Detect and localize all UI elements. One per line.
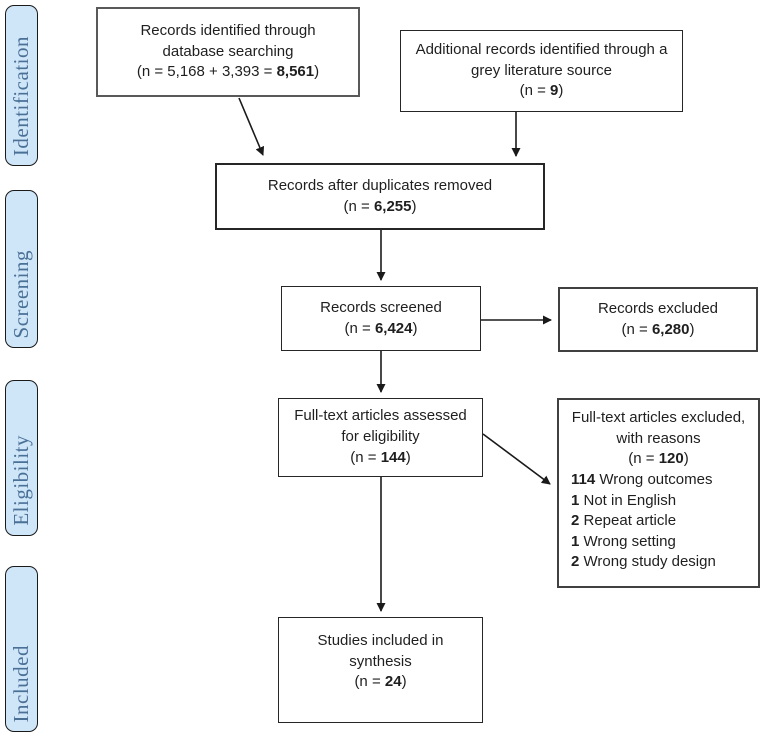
box-records-excluded-label: Records excluded xyxy=(597,299,719,317)
exclusion-reason: 2 Repeat article xyxy=(571,511,748,532)
reason-count: 1 xyxy=(571,491,580,509)
count-value: 144 xyxy=(380,448,406,466)
box-duplicates-removed: Records after duplicates removed (n = 6,… xyxy=(215,163,545,230)
box-fulltext-excluded-count: (n = 120) xyxy=(628,449,688,470)
count-value: 6,280 xyxy=(651,320,690,338)
box-grey-literature: Additional records identified through a … xyxy=(400,30,683,112)
count-suffix: ) xyxy=(401,673,407,691)
stage-label-included: Included xyxy=(5,566,38,732)
box-records-excluded-count: (n = 6,280) xyxy=(622,320,695,341)
box-fulltext-assessed: Full-text articles assessed for eligibil… xyxy=(278,398,483,477)
reason-text: Wrong study design xyxy=(579,553,716,571)
box-duplicates-removed-label: Records after duplicates removed xyxy=(267,176,493,194)
reason-count: 2 xyxy=(571,512,580,530)
count-value: 6,424 xyxy=(374,319,413,337)
exclusion-reason: 1 Not in English xyxy=(571,491,748,512)
box-studies-included-label: Studies included in synthesis xyxy=(317,632,444,670)
box-records-identified: Records identified through database sear… xyxy=(96,7,360,97)
count-prefix: (n = 5,168 + 3,393 = xyxy=(136,63,277,81)
count-value: 8,561 xyxy=(276,63,315,81)
exclusion-reason: 114 Wrong outcomes xyxy=(571,470,748,491)
count-suffix: ) xyxy=(412,319,418,337)
exclusion-reason: 2 Wrong study design xyxy=(571,552,748,573)
count-suffix: ) xyxy=(558,82,564,100)
box-fulltext-assessed-count: (n = 144) xyxy=(350,448,410,469)
box-duplicates-removed-count: (n = 6,255) xyxy=(344,197,417,218)
box-records-identified-count: (n = 5,168 + 3,393 = 8,561) xyxy=(137,62,319,83)
arrow-fulltext-to-excluded xyxy=(482,433,551,485)
count-suffix: ) xyxy=(683,450,689,468)
count-prefix: (n = xyxy=(628,450,659,468)
stage-label-screening: Screening xyxy=(5,190,38,348)
count-suffix: ) xyxy=(314,63,320,81)
box-grey-literature-label: Additional records identified through a … xyxy=(415,40,668,79)
box-records-screened-count: (n = 6,424) xyxy=(345,319,418,340)
count-prefix: (n = xyxy=(350,448,381,466)
box-records-screened: Records screened (n = 6,424) xyxy=(281,286,481,351)
reason-text: Wrong outcomes xyxy=(595,471,713,489)
reason-count: 114 xyxy=(571,471,596,489)
stage-label-eligibility-text: Eligibility xyxy=(9,435,33,526)
reason-text: Repeat article xyxy=(579,512,677,530)
count-prefix: (n = xyxy=(621,320,652,338)
box-studies-included: Studies included in synthesis (n = 24) xyxy=(278,617,483,723)
stage-label-included-text: Included xyxy=(9,644,33,722)
count-prefix: (n = xyxy=(344,319,375,337)
reason-count: 2 xyxy=(571,553,580,571)
reason-count: 1 xyxy=(571,532,580,550)
count-prefix: (n = xyxy=(354,673,385,691)
exclusion-reasons-list: 114 Wrong outcomes 1 Not in English 2 Re… xyxy=(569,470,748,573)
box-records-excluded: Records excluded (n = 6,280) xyxy=(558,287,758,352)
box-records-screened-label: Records screened xyxy=(320,298,442,316)
box-fulltext-assessed-label: Full-text articles assessed for eligibil… xyxy=(294,407,467,446)
count-value: 9 xyxy=(550,82,559,100)
count-suffix: ) xyxy=(405,448,411,466)
stage-label-identification: Identification xyxy=(5,5,38,166)
stage-label-eligibility: Eligibility xyxy=(5,380,38,536)
count-prefix: (n = xyxy=(343,197,374,215)
exclusion-reason: 1 Wrong setting xyxy=(571,532,748,553)
box-studies-included-count: (n = 24) xyxy=(354,672,406,693)
box-records-identified-label: Records identified through database sear… xyxy=(140,21,316,60)
box-fulltext-excluded: Full-text articles excluded, with reason… xyxy=(557,398,760,588)
count-value: 6,255 xyxy=(373,197,412,215)
arrow-identified-to-dedup xyxy=(238,97,265,156)
reason-text: Not in English xyxy=(579,491,677,509)
count-suffix: ) xyxy=(411,197,417,215)
stage-label-screening-text: Screening xyxy=(9,249,33,338)
count-prefix: (n = xyxy=(519,82,551,100)
box-grey-literature-count: (n = 9) xyxy=(520,81,564,102)
reason-text: Wrong setting xyxy=(579,532,676,550)
stage-label-identification-text: Identification xyxy=(9,35,33,156)
box-fulltext-excluded-label: Full-text articles excluded, with reason… xyxy=(571,409,746,447)
count-suffix: ) xyxy=(689,320,695,338)
count-value: 24 xyxy=(384,673,402,691)
count-value: 120 xyxy=(658,450,684,468)
